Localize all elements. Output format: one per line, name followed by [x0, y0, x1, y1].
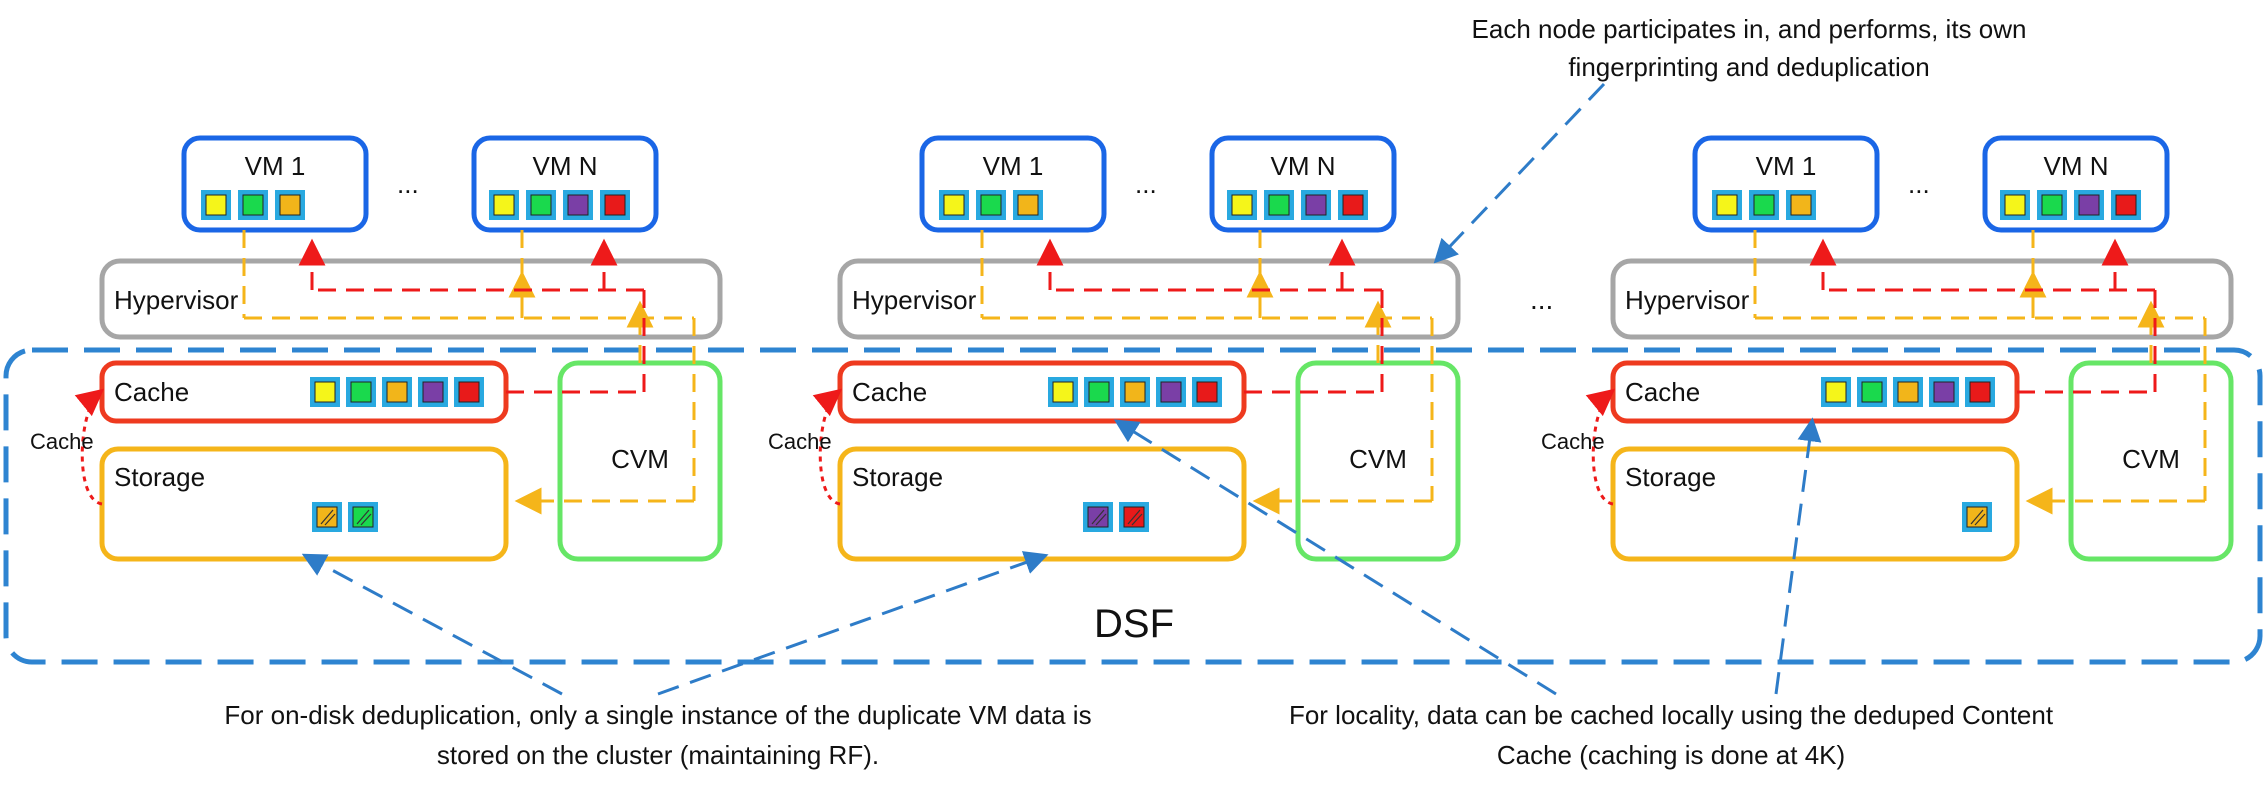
- storage-block-orange: [1962, 502, 1992, 532]
- cache-block-yellow: [1821, 377, 1851, 407]
- vm1-block-yellow: [1712, 190, 1742, 220]
- cache-refill-label: Cache: [30, 429, 94, 454]
- write-path: [980, 230, 1434, 515]
- hypervisor-label: Hypervisor: [852, 285, 977, 315]
- cvm-label: CVM: [611, 444, 669, 474]
- vmN-label: VM N: [533, 151, 598, 181]
- cache-refill-label: Cache: [768, 429, 832, 454]
- write-path: [242, 230, 696, 515]
- storage-label: Storage: [852, 462, 943, 492]
- cache-block-green: [1084, 377, 1114, 407]
- cache-refill-arrow: [812, 388, 843, 506]
- cache-block-yellow: [1048, 377, 1078, 407]
- storage-block-purple: [1083, 502, 1113, 532]
- cvm-label: CVM: [1349, 444, 1407, 474]
- vmN-label: VM N: [1271, 151, 1336, 181]
- arrow-right-to-cache-3: [1774, 417, 1822, 695]
- write-path: [1753, 230, 2207, 515]
- cache-block-red: [1965, 377, 1995, 407]
- arrow-left-to-storage-2: [657, 551, 1049, 696]
- annotation-top-line2: fingerprinting and deduplication: [1568, 52, 1929, 82]
- read-path: [1036, 238, 1384, 394]
- vm1-label: VM 1: [983, 151, 1044, 181]
- annotation-right-line2: Cache (caching is done at 4K): [1497, 740, 1845, 770]
- vmN-block-green: [526, 190, 556, 220]
- cache-block-purple: [1156, 377, 1186, 407]
- annotation-arrows: [301, 82, 1822, 696]
- vmN-block-red: [1338, 190, 1368, 220]
- vmN-block-purple: [2074, 190, 2104, 220]
- storage-label: Storage: [114, 462, 205, 492]
- cache-block-purple: [1929, 377, 1959, 407]
- cvm-label: CVM: [2122, 444, 2180, 474]
- cache-block-green: [346, 377, 376, 407]
- cache-block-purple: [418, 377, 448, 407]
- cache-block-green: [1857, 377, 1887, 407]
- vmN-block-purple: [1301, 190, 1331, 220]
- cache-block-red: [454, 377, 484, 407]
- vmN-block-red: [2111, 190, 2141, 220]
- vmN-block-purple: [563, 190, 593, 220]
- arrow-right-to-cache-2: [1113, 419, 1557, 696]
- cache-refill-arrow: [1585, 388, 1616, 506]
- cache-label: Cache: [852, 377, 927, 407]
- annotation-top-line1: Each node participates in, and performs,…: [1472, 14, 2027, 44]
- vm1-block-green: [1749, 190, 1779, 220]
- dsf-label: DSF: [1094, 602, 1174, 646]
- vm1-block-yellow: [939, 190, 969, 220]
- cache-block-orange: [1893, 377, 1923, 407]
- storage-block-green: [348, 502, 378, 532]
- arrow-left-to-storage-1: [301, 553, 563, 696]
- vm1-label: VM 1: [1756, 151, 1817, 181]
- vmN-block-yellow: [1227, 190, 1257, 220]
- vm1-block-orange: [1013, 190, 1043, 220]
- storage-label: Storage: [1625, 462, 1716, 492]
- annotation-left-line2: stored on the cluster (maintaining RF).: [437, 740, 879, 770]
- vmN-block-red: [600, 190, 630, 220]
- dsf-boundary: [3, 347, 2263, 665]
- vm1-block-green: [238, 190, 268, 220]
- cache-label: Cache: [1625, 377, 1700, 407]
- vm1-block-orange: [275, 190, 305, 220]
- cache-refill-label: Cache: [1541, 429, 1605, 454]
- cache-block-yellow: [310, 377, 340, 407]
- read-path: [298, 238, 646, 394]
- vm-ellipsis: ...: [1908, 169, 1930, 199]
- read-path: [1809, 238, 2157, 394]
- cache-refill-arrow: [74, 388, 105, 506]
- vm1-block-green: [976, 190, 1006, 220]
- vm1-label: VM 1: [245, 151, 306, 181]
- vm1-block-yellow: [201, 190, 231, 220]
- vmN-block-green: [2037, 190, 2067, 220]
- arrow-top-to-hypervisor: [1433, 82, 1606, 264]
- vm-ellipsis: ...: [397, 169, 419, 199]
- vmN-block-green: [1264, 190, 1294, 220]
- annotation-left-line1: For on-disk deduplication, only a single…: [224, 700, 1091, 730]
- vm1-block-orange: [1786, 190, 1816, 220]
- hypervisor-label: Hypervisor: [114, 285, 239, 315]
- cache-block-red: [1192, 377, 1222, 407]
- hypervisor-label: Hypervisor: [1625, 285, 1750, 315]
- vm-ellipsis: ...: [1135, 169, 1157, 199]
- storage-block-orange: [312, 502, 342, 532]
- annotation-right-line1: For locality, data can be cached locally…: [1289, 700, 2054, 730]
- cache-block-orange: [382, 377, 412, 407]
- cache-label: Cache: [114, 377, 189, 407]
- cache-block-orange: [1120, 377, 1150, 407]
- vmN-label: VM N: [2044, 151, 2109, 181]
- vmN-block-yellow: [2000, 190, 2030, 220]
- storage-block-red: [1119, 502, 1149, 532]
- vmN-block-yellow: [489, 190, 519, 220]
- node-ellipsis: ...: [1530, 284, 1553, 315]
